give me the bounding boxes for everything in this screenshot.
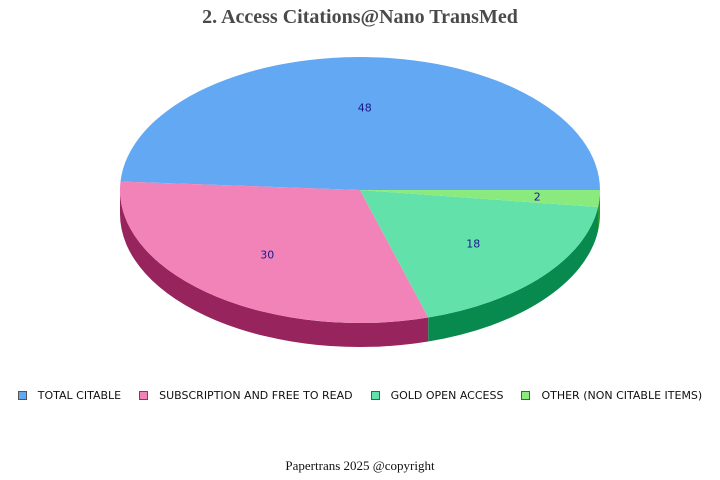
chart-title: 2. Access Citations@Nano TransMed (202, 6, 518, 28)
legend-item-subscription[interactable]: SUBSCRIPTION AND FREE TO READ (139, 389, 353, 402)
pie-side-2 (428, 207, 599, 342)
legend-swatch (17, 391, 27, 400)
legend-item-gold-open-access[interactable]: GOLD OPEN ACCESS (370, 389, 504, 402)
slice-value-label: 48 (358, 102, 372, 115)
legend-label: SUBSCRIPTION AND FREE TO READ (159, 389, 353, 402)
legend-item-other[interactable]: OTHER (NON CITABLE ITEMS) (521, 389, 702, 402)
pie-slice-1[interactable] (119, 181, 429, 323)
legend-item-total-citable[interactable]: TOTAL CITABLE (17, 389, 122, 402)
footer-copyright: Papertrans 2025 @copyright (285, 458, 435, 473)
legend-label: GOLD OPEN ACCESS (390, 389, 504, 402)
pie-sides (120, 190, 600, 348)
legend-swatch (370, 391, 380, 400)
pie-labels: 48 30 18 2 (260, 102, 541, 262)
slice-value-label: 2 (534, 190, 541, 203)
legend-swatch (521, 391, 531, 400)
pie-slices (119, 56, 600, 323)
legend-swatch (139, 391, 149, 400)
slice-value-label: 30 (260, 248, 274, 261)
pie-side-1 (120, 190, 429, 348)
legend: TOTAL CITABLE SUBSCRIPTION AND FREE TO R… (0, 389, 720, 402)
pie-slice-2[interactable] (360, 190, 599, 318)
pie-slice-0[interactable] (120, 56, 600, 191)
pie-side-3 (598, 190, 600, 232)
legend-label: TOTAL CITABLE (37, 389, 122, 402)
pie-slice-3[interactable] (360, 190, 600, 208)
legend-label: OTHER (NON CITABLE ITEMS) (541, 389, 703, 402)
slice-value-label: 18 (466, 237, 480, 250)
